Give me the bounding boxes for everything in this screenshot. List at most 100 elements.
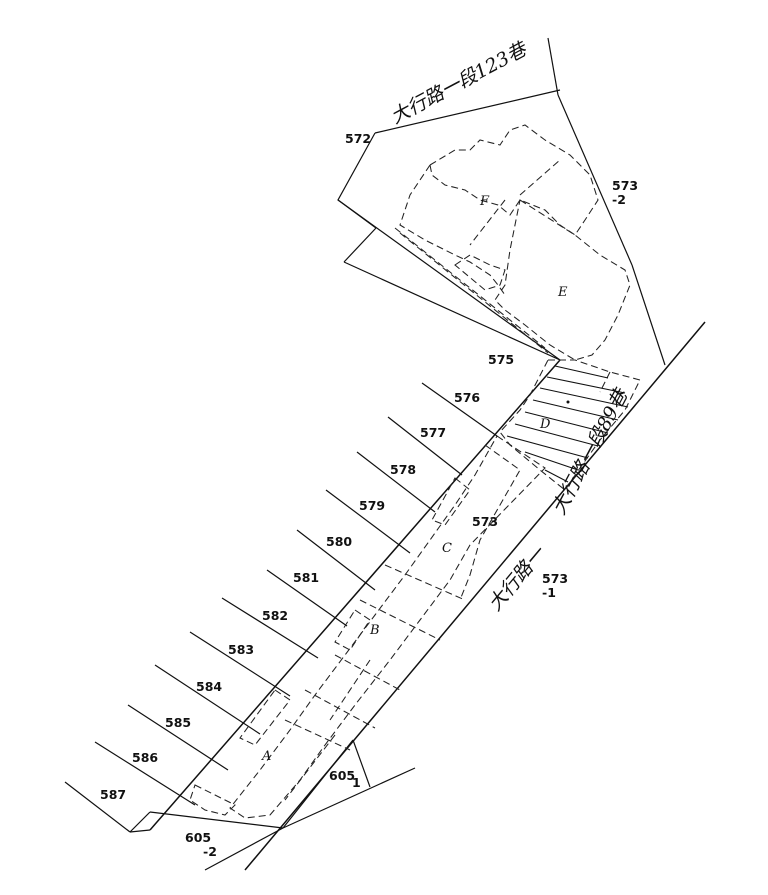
lot-605-2-edge xyxy=(204,827,284,871)
block-A-notch xyxy=(239,689,291,746)
lot-578-boundary xyxy=(356,451,436,513)
block-F-outline xyxy=(429,124,599,236)
lot-583-boundary xyxy=(189,631,291,697)
road-labels: 大行路一段123巷 大行路一段89巷 大行路一 xyxy=(387,38,633,616)
block-label-F: F xyxy=(479,194,490,209)
block-label-C: C xyxy=(442,541,452,556)
lot-585-boundary xyxy=(127,704,229,771)
lot-label-576: 576 xyxy=(454,390,480,405)
lot-label-573-2-number: 573 xyxy=(612,178,638,193)
lot-label-573-1-suffix: -1 xyxy=(542,585,556,600)
strip-building-outline xyxy=(229,435,546,819)
block-E-shared-edge-2 xyxy=(399,232,549,354)
block-D-tab xyxy=(599,371,611,393)
lot-label-577: 577 xyxy=(420,425,446,440)
lot-587-corner xyxy=(129,811,151,833)
lot-587-tail xyxy=(129,829,151,833)
lot-572-south-edge xyxy=(337,199,561,361)
block-B-divider-2 xyxy=(359,599,441,641)
hatch-line xyxy=(524,451,579,471)
lot-573-2-west-edge xyxy=(547,37,559,96)
lot-label-573-2-suffix: -2 xyxy=(612,192,626,207)
lot-label-579: 579 xyxy=(359,498,385,513)
lot-label-572: 572 xyxy=(345,131,371,146)
block-B-spine xyxy=(329,659,371,721)
road-123-edge xyxy=(374,89,561,134)
block-F-west xyxy=(399,164,506,296)
block-F-divider xyxy=(519,159,561,196)
lot-605-1-curve xyxy=(282,767,416,829)
lot-label-587: 587 xyxy=(100,787,126,802)
lot-587-south xyxy=(149,811,284,829)
lot-605-1-east xyxy=(352,739,371,788)
hatch-line xyxy=(514,423,599,447)
block-B-notch xyxy=(334,609,371,651)
lot-581-boundary xyxy=(266,569,348,627)
block-A-divider-2 xyxy=(304,689,376,729)
lot-label-573-1-number: 573 xyxy=(542,571,568,586)
lot-587-boundary xyxy=(64,781,131,833)
lot-label-605-2-number: 605 xyxy=(185,830,211,845)
lot-575-north-edge xyxy=(343,261,561,361)
block-C-notch xyxy=(431,477,471,526)
lot-label-582: 582 xyxy=(262,608,288,623)
block-label-D: D xyxy=(539,417,551,432)
block-D-outline xyxy=(499,359,641,491)
block-labels: F E D C B A xyxy=(261,194,568,764)
lot-584-boundary xyxy=(154,664,261,735)
building-outlines xyxy=(189,124,641,819)
lot-580-boundary xyxy=(296,529,376,591)
lot-label-586: 586 xyxy=(132,750,158,765)
lot-572-west xyxy=(343,227,377,263)
block-label-E: E xyxy=(557,285,568,300)
lot-label-605-1-suffix: 1 xyxy=(352,775,361,790)
lot-label-605-2-suffix: -2 xyxy=(203,844,217,859)
lot-577-boundary xyxy=(387,416,463,476)
road-label-89-lane: 大行路一段89巷 xyxy=(548,384,633,518)
hatch-line xyxy=(544,469,569,483)
hatch-line xyxy=(532,399,619,421)
block-A-foot xyxy=(189,784,236,816)
road-label-123-lane: 大行路一段123巷 xyxy=(387,38,532,129)
lot-label-573: 573 xyxy=(472,514,498,529)
parcel-boundaries xyxy=(64,37,706,871)
block-D-hatch xyxy=(506,365,629,483)
block-C-inner xyxy=(459,444,521,601)
block-A-divider-3 xyxy=(284,719,351,751)
hatch-line xyxy=(506,435,589,459)
lot-586-boundary xyxy=(94,741,196,806)
lot-573-2-boundary xyxy=(557,94,633,266)
lot-labels: 572 573 -2 575 576 577 578 579 573 580 5… xyxy=(100,131,638,859)
block-A-spine xyxy=(284,734,336,801)
hatch-line xyxy=(546,376,626,394)
block-E-shared-edge xyxy=(394,227,546,349)
lot-label-584: 584 xyxy=(196,679,222,694)
block-label-A: A xyxy=(261,749,271,764)
road-label-main: 大行路一 xyxy=(484,541,551,615)
lot-label-605-1-number: 605 xyxy=(329,768,355,783)
block-label-B: B xyxy=(369,623,380,638)
lot-label-581: 581 xyxy=(293,570,319,585)
lot-label-583: 583 xyxy=(228,642,254,657)
hatch-line xyxy=(524,411,609,434)
hatch-line xyxy=(539,387,629,408)
block-F-annex xyxy=(454,254,506,291)
block-E-outline xyxy=(494,199,631,361)
lot-579-boundary xyxy=(325,489,411,554)
survey-point xyxy=(566,400,570,404)
lot-label-585: 585 xyxy=(165,715,191,730)
strip-west-boundary xyxy=(149,359,561,831)
lot-573-2-boundary-lower xyxy=(631,264,666,366)
block-A-divider xyxy=(334,654,401,691)
lot-582-boundary xyxy=(221,597,319,659)
hatch-line xyxy=(554,365,609,379)
lot-576-boundary xyxy=(421,382,498,437)
block-B-divider xyxy=(384,564,466,601)
lot-label-575: 575 xyxy=(488,352,514,367)
lot-605-1-west xyxy=(282,739,354,829)
lot-label-578: 578 xyxy=(390,462,416,477)
block-F-divider-2 xyxy=(469,199,506,246)
lot-label-580: 580 xyxy=(326,534,352,549)
